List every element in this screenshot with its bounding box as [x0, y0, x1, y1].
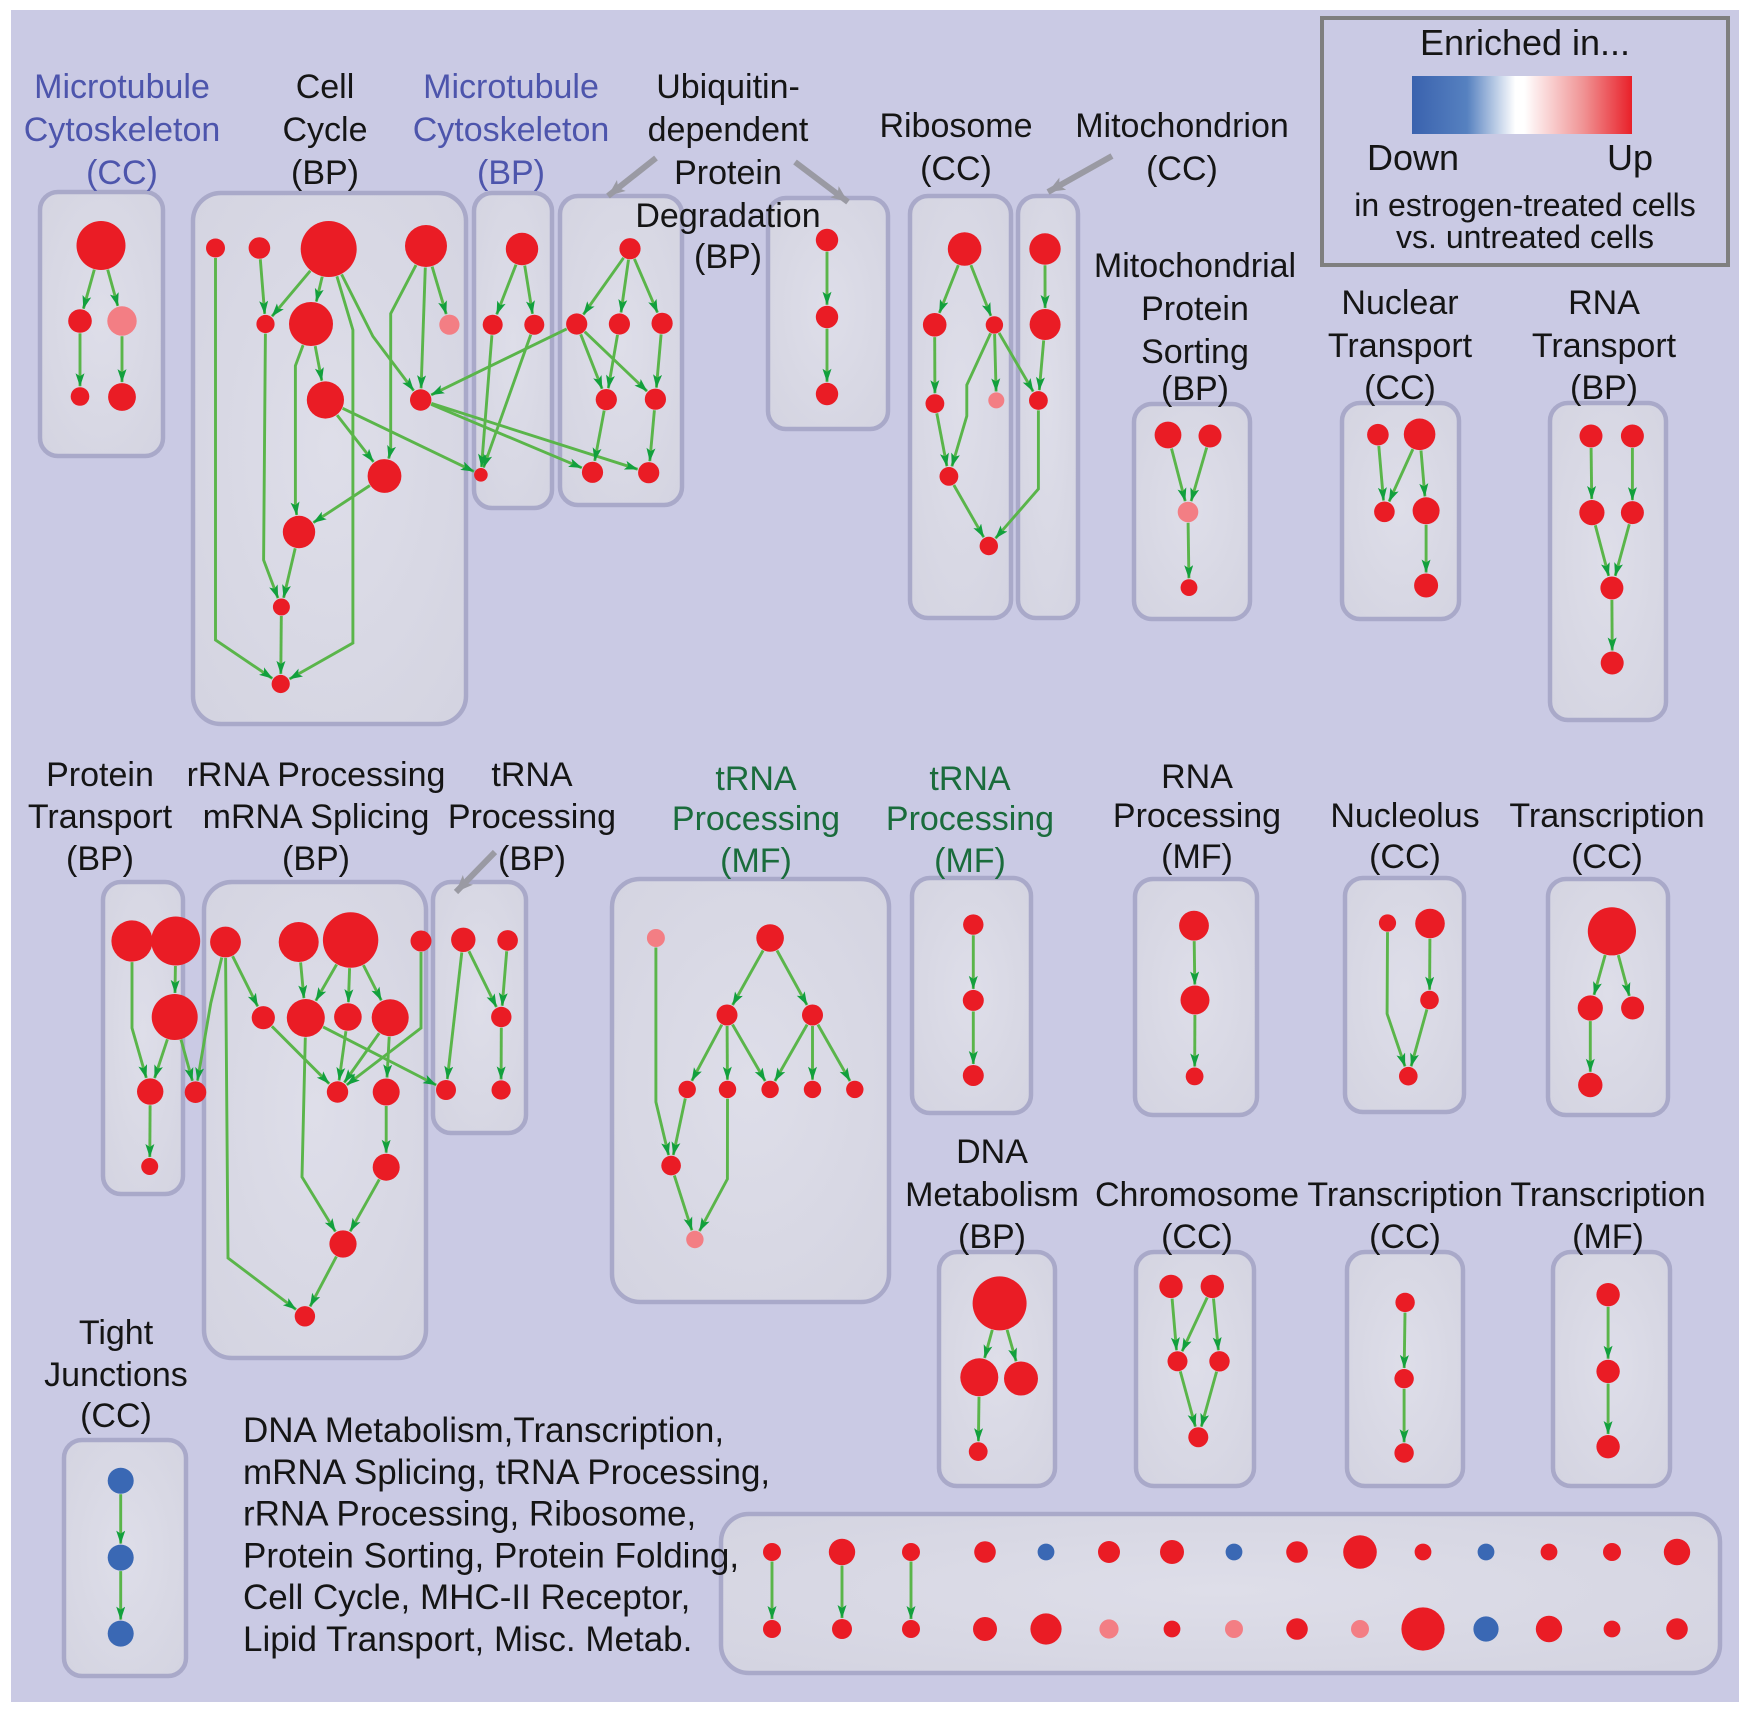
svg-text:Processing: Processing	[672, 800, 840, 838]
svg-text:(CC): (CC)	[1364, 369, 1436, 407]
svg-text:(BP): (BP)	[694, 238, 762, 276]
svg-text:Protein Sorting, Protein Foldi: Protein Sorting, Protein Folding,	[243, 1536, 739, 1575]
svg-text:Enriched in...: Enriched in...	[1420, 22, 1630, 63]
svg-text:(MF): (MF)	[720, 842, 792, 880]
svg-text:(CC): (CC)	[1369, 1218, 1441, 1256]
svg-text:(BP): (BP)	[282, 840, 350, 878]
svg-text:mRNA Splicing: mRNA Splicing	[203, 798, 430, 836]
svg-text:Cytoskeleton: Cytoskeleton	[413, 111, 610, 149]
svg-text:Ubiquitin-: Ubiquitin-	[656, 68, 800, 106]
svg-text:Processing: Processing	[448, 798, 616, 836]
svg-text:Lipid Transport, Misc. Metab.: Lipid Transport, Misc. Metab.	[243, 1620, 692, 1659]
svg-text:mRNA Splicing, tRNA Processing: mRNA Splicing, tRNA Processing,	[243, 1453, 770, 1492]
svg-text:Microtubule: Microtubule	[423, 68, 599, 106]
svg-text:(CC): (CC)	[1369, 838, 1441, 876]
svg-text:RNA: RNA	[1161, 758, 1233, 796]
svg-text:vs. untreated cells: vs. untreated cells	[1396, 219, 1654, 255]
svg-text:(MF): (MF)	[934, 842, 1006, 880]
svg-text:Up: Up	[1607, 137, 1653, 178]
svg-text:Mitochondrial: Mitochondrial	[1094, 247, 1296, 285]
svg-text:dependent: dependent	[648, 111, 809, 149]
svg-text:(MF): (MF)	[1161, 838, 1233, 876]
svg-text:Degradation: Degradation	[635, 197, 820, 235]
svg-text:(CC): (CC)	[86, 154, 158, 192]
svg-text:Cytoskeleton: Cytoskeleton	[24, 111, 221, 149]
svg-text:Cell: Cell	[296, 68, 355, 106]
svg-text:tRNA: tRNA	[491, 756, 573, 794]
svg-text:rRNA Processing: rRNA Processing	[187, 756, 446, 794]
svg-text:(BP): (BP)	[498, 840, 566, 878]
svg-text:(BP): (BP)	[958, 1218, 1026, 1256]
svg-text:Sorting: Sorting	[1141, 333, 1249, 371]
svg-text:Nuclear: Nuclear	[1341, 284, 1458, 322]
svg-text:Processing: Processing	[886, 800, 1054, 838]
svg-text:(BP): (BP)	[477, 154, 545, 192]
svg-text:tRNA: tRNA	[715, 760, 797, 798]
svg-text:Down: Down	[1367, 137, 1459, 178]
svg-text:Microtubule: Microtubule	[34, 68, 210, 106]
svg-text:Metabolism: Metabolism	[905, 1176, 1079, 1214]
svg-text:Processing: Processing	[1113, 797, 1281, 835]
svg-text:(CC): (CC)	[80, 1397, 152, 1435]
svg-text:Tight: Tight	[79, 1314, 154, 1352]
svg-text:Transport: Transport	[1328, 327, 1473, 365]
svg-text:Cell Cycle, MHC-II Receptor,: Cell Cycle, MHC-II Receptor,	[243, 1578, 690, 1617]
svg-text:(CC): (CC)	[920, 150, 992, 188]
svg-text:Ribosome: Ribosome	[879, 107, 1032, 145]
svg-text:(BP): (BP)	[291, 154, 359, 192]
svg-text:Transport: Transport	[1532, 327, 1677, 365]
svg-text:in estrogen-treated cells: in estrogen-treated cells	[1354, 187, 1696, 223]
svg-text:RNA: RNA	[1568, 284, 1640, 322]
svg-text:Nucleolus: Nucleolus	[1330, 797, 1479, 835]
svg-text:Protein: Protein	[46, 756, 154, 794]
svg-text:DNA: DNA	[956, 1133, 1028, 1171]
svg-text:Mitochondrion: Mitochondrion	[1075, 107, 1289, 145]
svg-text:(MF): (MF)	[1572, 1218, 1644, 1256]
svg-text:DNA Metabolism,Transcription,: DNA Metabolism,Transcription,	[243, 1411, 724, 1450]
svg-text:(CC): (CC)	[1571, 838, 1643, 876]
svg-text:(BP): (BP)	[1161, 370, 1229, 408]
svg-text:Transcription: Transcription	[1307, 1176, 1502, 1214]
svg-text:(BP): (BP)	[1570, 369, 1638, 407]
svg-text:Transport: Transport	[28, 798, 173, 836]
svg-text:Transcription: Transcription	[1509, 797, 1704, 835]
svg-text:Protein: Protein	[674, 154, 782, 192]
svg-text:Junctions: Junctions	[44, 1356, 188, 1394]
svg-text:rRNA Processing, Ribosome,: rRNA Processing, Ribosome,	[243, 1495, 696, 1534]
svg-text:Cycle: Cycle	[282, 111, 367, 149]
svg-text:(CC): (CC)	[1161, 1218, 1233, 1256]
svg-text:Protein: Protein	[1141, 290, 1249, 328]
svg-text:(CC): (CC)	[1146, 150, 1218, 188]
svg-text:Chromosome: Chromosome	[1095, 1176, 1299, 1214]
svg-text:(BP): (BP)	[66, 840, 134, 878]
svg-text:Transcription: Transcription	[1510, 1176, 1705, 1214]
svg-text:tRNA: tRNA	[929, 760, 1011, 798]
